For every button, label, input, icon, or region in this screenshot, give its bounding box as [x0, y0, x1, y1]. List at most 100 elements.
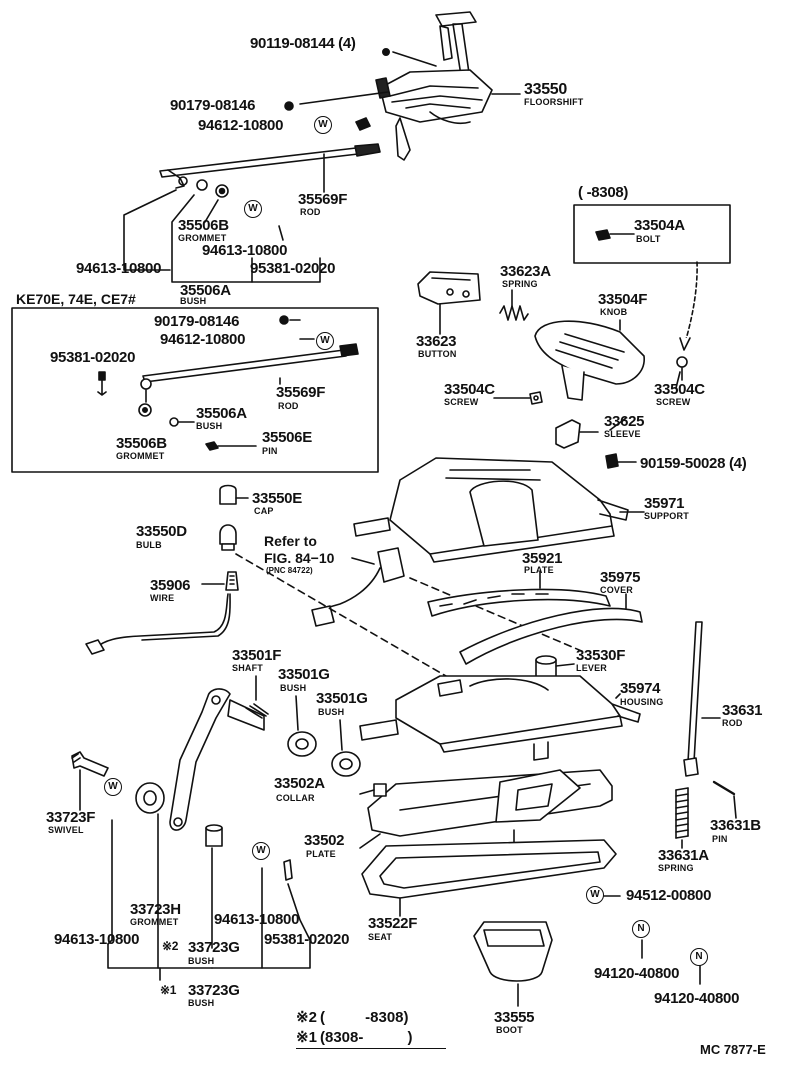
support-35971: [353, 457, 629, 563]
part-number: 33625: [604, 413, 645, 430]
variant-box-title: KE70E, 74E, CE7#: [16, 291, 136, 307]
part-number: 90179-08146: [170, 97, 256, 114]
notes-underline: [296, 1048, 446, 1049]
note-2-mark: ※2: [296, 1009, 317, 1026]
part-name: COVER: [600, 585, 634, 595]
part-number: 33723F: [46, 809, 96, 826]
part-name: ROD: [278, 401, 299, 411]
knob-33504f: [534, 320, 645, 401]
part-number: 33623A: [500, 263, 551, 280]
part-number: 33555: [494, 1009, 535, 1026]
part-number: 33723G: [188, 982, 240, 999]
cross-ref-line1: Refer to: [264, 533, 317, 549]
floorshift-assembly: [284, 11, 493, 161]
part-number: 90119-08144 (4): [250, 35, 356, 52]
part-number: 35506A: [180, 282, 231, 299]
part-number: 35506A: [196, 405, 247, 422]
part-number: 94512-00800: [626, 887, 712, 904]
bolt-box-range: ( -8308): [578, 184, 629, 201]
part-name: CAP: [254, 506, 274, 516]
part-name: GROMMET: [178, 233, 227, 243]
part-name: WIRE: [150, 593, 175, 603]
part-name: GROMMET: [130, 917, 179, 927]
part-name: SCREW: [656, 397, 691, 407]
part-number: 95381-02020: [250, 260, 336, 277]
part-number: 33550E: [252, 490, 302, 507]
part-name: PIN: [262, 446, 278, 456]
part-number: 33550D: [136, 523, 187, 540]
diagram-code: MC 7877-E: [700, 1042, 766, 1057]
part-name: BUSH: [196, 421, 223, 431]
part-number: 33501G: [278, 666, 330, 683]
part-number: 94612-10800: [198, 117, 284, 134]
part-number: 33723H: [130, 901, 181, 918]
part-number: 94120-40800: [594, 965, 680, 982]
part-number: 35506E: [262, 429, 312, 446]
part-number: 35506B: [116, 435, 167, 452]
part-number: 33502A: [274, 775, 325, 792]
part-name: PIN: [712, 834, 728, 844]
washer-symbol-n2: N: [690, 948, 708, 966]
part-name: ROD: [722, 718, 743, 728]
part-number: 90159-50028 (4): [640, 455, 747, 472]
part-name: BUTTON: [418, 349, 457, 359]
part-number: 33623: [416, 333, 457, 350]
part-number: 33501F: [232, 647, 282, 664]
note-marker-2: ※2: [162, 939, 179, 953]
part-name: BUSH: [188, 956, 215, 966]
washer-symbol-w6: W: [586, 886, 604, 904]
washer-symbol-w4: W: [104, 778, 122, 796]
part-name: SEAT: [368, 932, 393, 942]
part-number: 35906: [150, 577, 191, 594]
washer-symbol-w2: W: [244, 200, 262, 218]
part-name: SWIVEL: [48, 825, 84, 835]
part-number: 33504C: [654, 381, 705, 398]
part-name: BUSH: [188, 998, 215, 1008]
washer-symbol-n1: N: [632, 920, 650, 938]
washer-symbol-w5: W: [252, 842, 270, 860]
part-number: 33504C: [444, 381, 495, 398]
part-name: SCREW: [444, 397, 479, 407]
part-number: 94613-10800: [54, 931, 140, 948]
part-name: SHAFT: [232, 663, 263, 673]
part-number: 33502: [304, 832, 345, 849]
part-number: 33723G: [188, 939, 240, 956]
part-number: 94120-40800: [654, 990, 740, 1007]
note-1-mark: ※1: [296, 1029, 317, 1046]
part-number: 35921: [522, 550, 563, 567]
part-number: 33501G: [316, 690, 368, 707]
part-name: PLATE: [524, 565, 554, 575]
part-name: HOUSING: [620, 697, 664, 707]
part-name: SPRING: [502, 279, 538, 289]
part-name: SPRING: [658, 863, 694, 873]
cross-ref-line3: (PNC 84722): [266, 566, 313, 575]
part-number: 33504A: [634, 217, 685, 234]
part-name: COLLAR: [276, 793, 315, 803]
part-name: KNOB: [600, 307, 628, 317]
part-name: BUSH: [180, 296, 207, 306]
part-number: 94612-10800: [160, 331, 246, 348]
part-name: BULB: [136, 540, 162, 550]
note-marker-1: ※1: [160, 983, 177, 997]
part-name: BUSH: [280, 683, 307, 693]
part-number: 35506B: [178, 217, 229, 234]
part-name: BOLT: [636, 234, 661, 244]
part-name: LEVER: [576, 663, 608, 673]
shaft-33501f: [169, 675, 269, 831]
part-number: 33530F: [576, 647, 626, 664]
note-1-text: (8308- ): [320, 1029, 413, 1046]
part-number: 90179-08146: [154, 313, 240, 330]
part-number: 35569F: [276, 384, 326, 401]
rod-35569f: [159, 143, 381, 193]
part-number: 35971: [644, 495, 685, 512]
part-number: 33631: [722, 702, 763, 719]
part-name: PLATE: [306, 849, 336, 859]
cross-ref-line2: FIG. 84−10: [264, 550, 335, 566]
part-name: FLOORSHIFT: [524, 97, 584, 107]
part-number: 95381-02020: [50, 349, 136, 366]
part-number: 33522F: [368, 915, 418, 932]
part-name: ROD: [300, 207, 321, 217]
part-number: 33550: [524, 81, 567, 98]
part-number: 35975: [600, 569, 641, 586]
